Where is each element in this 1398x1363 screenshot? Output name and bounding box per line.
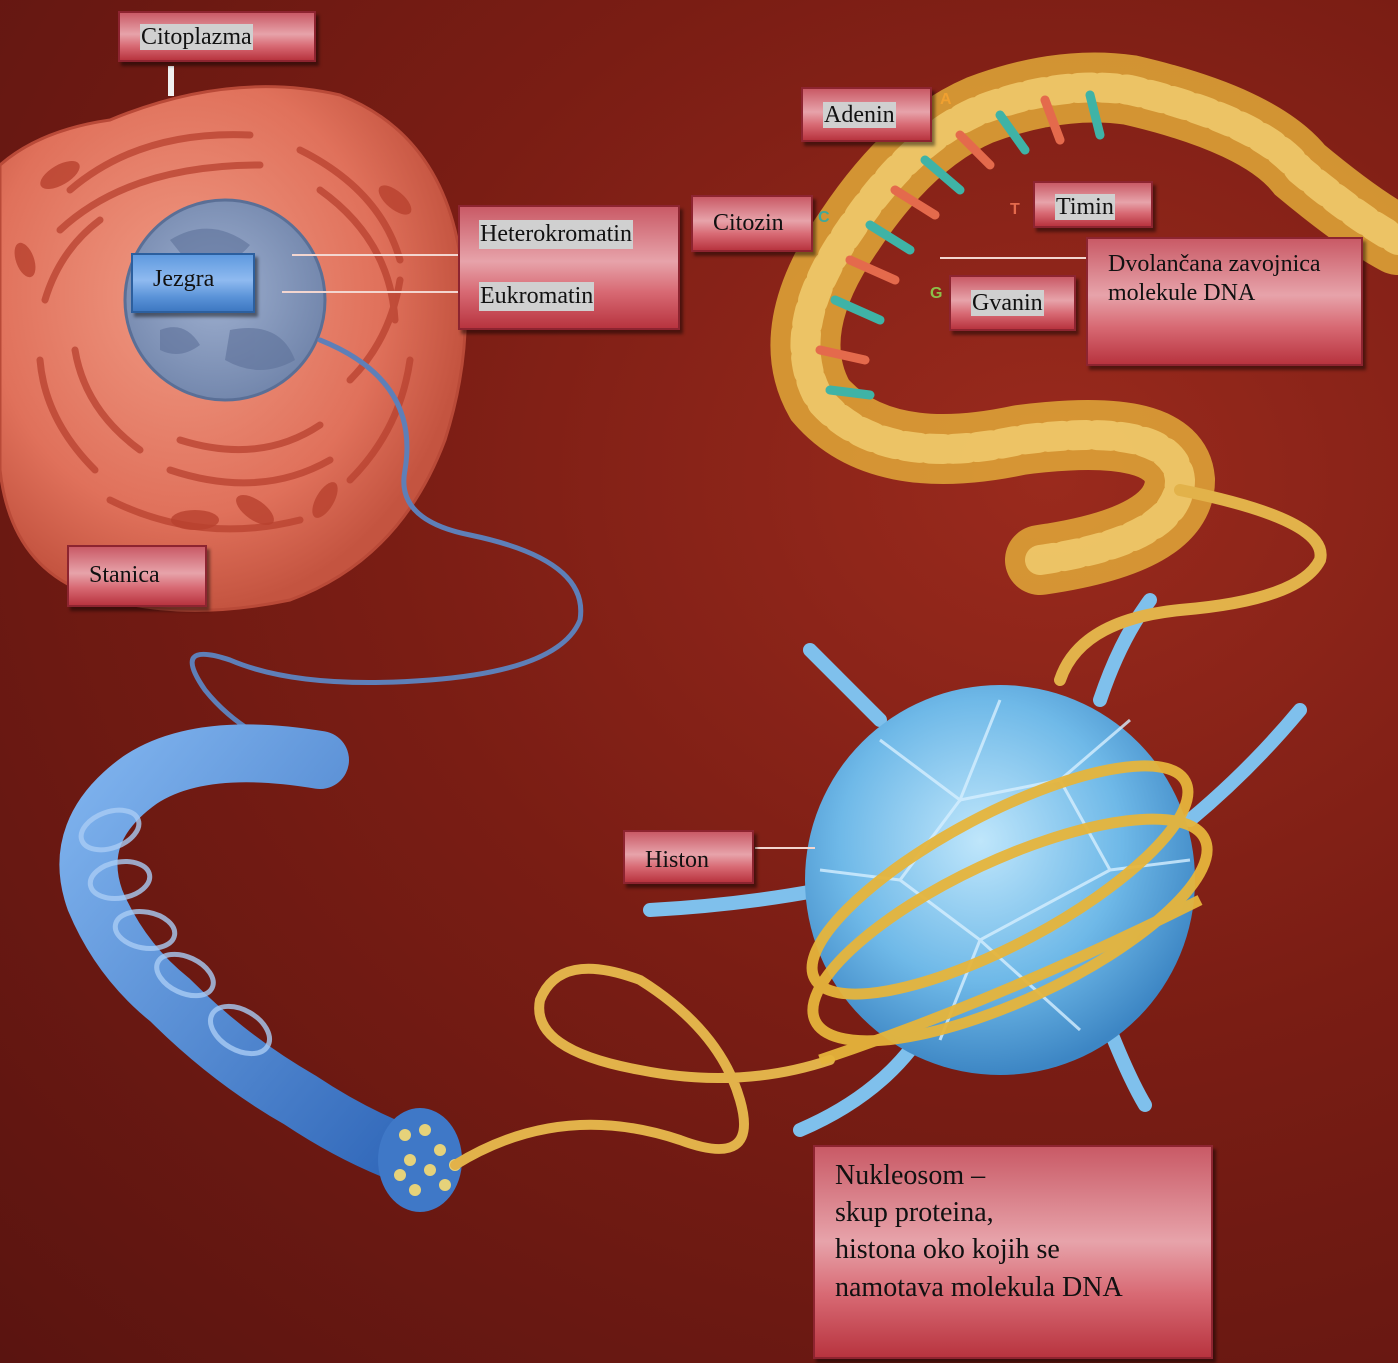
label-nukleosom-line-4: namotava molekula DNA bbox=[835, 1269, 1191, 1306]
linker-dna bbox=[455, 969, 830, 1165]
label-citoplazma-text: Citoplazma bbox=[140, 24, 253, 50]
label-stanica-text: Stanica bbox=[89, 562, 160, 588]
label-gvanin-text: Gvanin bbox=[971, 290, 1044, 316]
label-nukleosom-line-3: histona oko kojih se bbox=[835, 1231, 1191, 1268]
label-eukromatin-text: Eukromatin bbox=[479, 282, 594, 311]
base-letter-t: T bbox=[1010, 201, 1020, 218]
label-chromatin-box: Heterokromatin Eukromatin bbox=[458, 205, 680, 330]
label-citozin-text: Citozin bbox=[713, 210, 784, 236]
label-heterokromatin-text: Heterokromatin bbox=[479, 220, 633, 249]
label-histon-text: Histon bbox=[645, 847, 709, 873]
label-dvolancana-text: Dvolančana zavojnica molekule DNA bbox=[1108, 251, 1321, 306]
label-dvolancana: Dvolančana zavojnica molekule DNA bbox=[1086, 237, 1363, 366]
label-nukleosom: Nukleosom – skup proteina, histona oko k… bbox=[813, 1145, 1213, 1359]
cell bbox=[0, 87, 465, 611]
label-adenin: Adenin bbox=[801, 87, 932, 142]
label-timin-text: Timin bbox=[1055, 194, 1115, 220]
label-adenin-text: Adenin bbox=[823, 102, 896, 128]
label-citoplazma: Citoplazma bbox=[118, 11, 316, 62]
base-letter-c: C bbox=[818, 209, 830, 226]
citoplazma-pointer bbox=[168, 66, 174, 96]
fiber-end bbox=[378, 1108, 462, 1212]
label-gvanin: Gvanin bbox=[949, 275, 1076, 331]
base-letter-g: G bbox=[930, 285, 942, 302]
dna-double-helix bbox=[805, 88, 1398, 681]
label-nukleosom-line-1: Nukleosom – bbox=[835, 1157, 1191, 1194]
label-stanica: Stanica bbox=[67, 545, 207, 607]
label-citozin: Citozin bbox=[691, 195, 813, 252]
label-timin: Timin bbox=[1033, 181, 1153, 228]
label-nukleosom-line-2: skup proteina, bbox=[835, 1194, 1191, 1231]
label-jezgra: Jezgra bbox=[131, 253, 255, 313]
label-histon: Histon bbox=[623, 830, 754, 884]
base-letter-a: A bbox=[940, 91, 952, 108]
chromatin-fiber bbox=[76, 753, 462, 1212]
label-jezgra-text: Jezgra bbox=[153, 266, 214, 292]
